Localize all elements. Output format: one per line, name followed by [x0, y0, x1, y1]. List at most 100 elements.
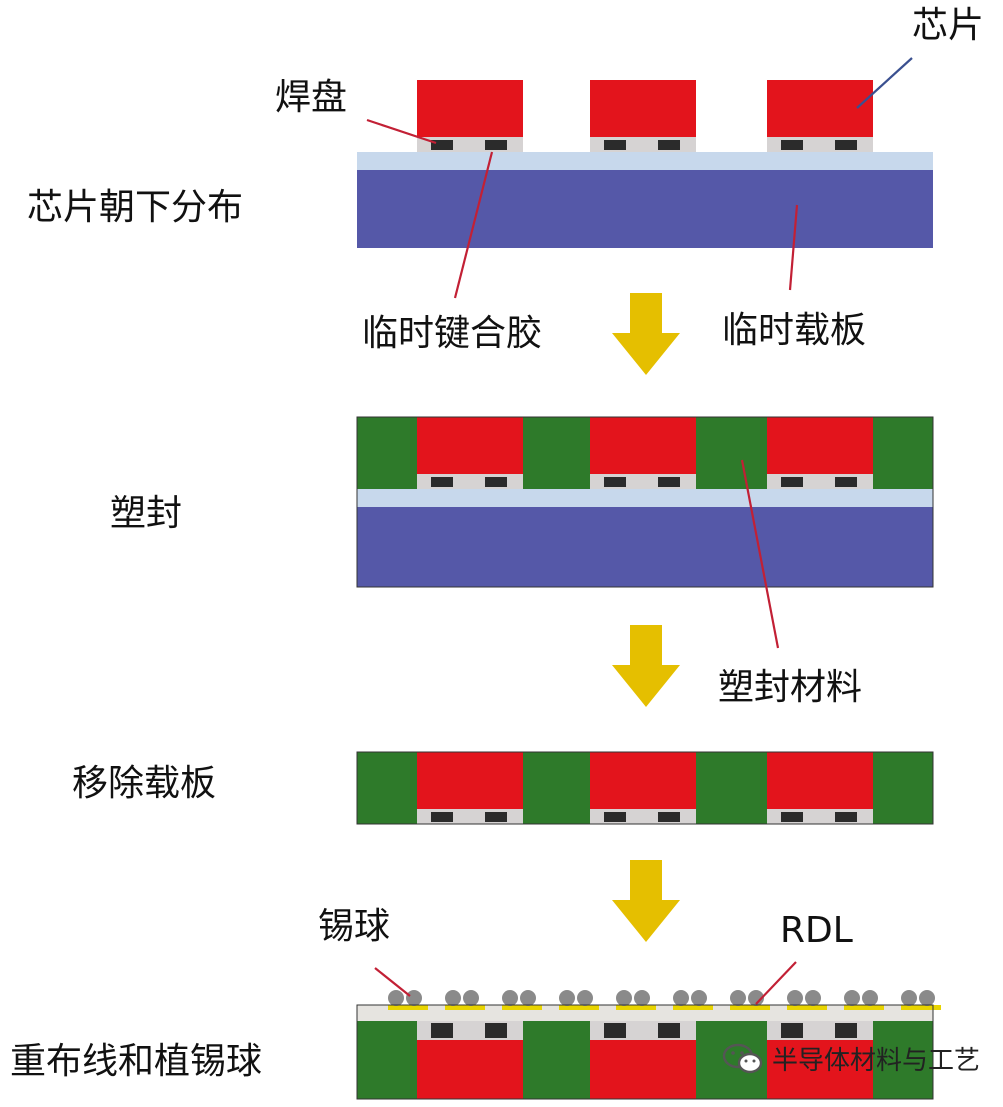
- label-solder-ball: 锡球: [318, 906, 391, 947]
- pad: [485, 477, 507, 487]
- solder-ball: [406, 990, 422, 1006]
- rdl-trace: [901, 1005, 941, 1010]
- rdl-trace: [616, 1005, 656, 1010]
- pad: [431, 140, 453, 150]
- solder-ball: [463, 990, 479, 1006]
- pad: [781, 140, 803, 150]
- pad: [835, 1023, 857, 1038]
- chip: [767, 752, 873, 809]
- pad: [658, 477, 680, 487]
- stage3-outline: [356, 751, 934, 825]
- process-arrow: [612, 293, 680, 375]
- chip-pointer: [856, 57, 913, 109]
- mold-compound: [873, 1021, 933, 1099]
- mold-compound: [523, 1021, 590, 1099]
- solder-ball: [748, 990, 764, 1006]
- solder-ball: [520, 990, 536, 1006]
- solder-ball-pointer: [374, 967, 411, 997]
- temporary-carrier: [357, 170, 933, 248]
- pad-pointer: [366, 118, 437, 145]
- label-temporary-carrier: 临时载板: [722, 310, 867, 351]
- carrier-pointer: [788, 204, 799, 291]
- pad: [431, 477, 453, 487]
- glue-pointer: [453, 151, 494, 299]
- label-step-rdl-and-balling: 重布线和植锡球: [10, 1041, 263, 1082]
- pad: [781, 1023, 803, 1038]
- rdl-trace: [559, 1005, 599, 1010]
- label-step-molding: 塑封: [110, 493, 183, 534]
- mold-compound: [357, 752, 417, 824]
- chip: [590, 752, 696, 809]
- chip: [767, 1040, 873, 1099]
- mold-compound: [523, 417, 590, 489]
- solder-ball: [559, 990, 575, 1006]
- pad: [604, 140, 626, 150]
- pad: [658, 140, 680, 150]
- label-temporary-bonding-glue: 临时键合胶: [362, 313, 543, 354]
- solder-ball: [844, 990, 860, 1006]
- wechat-icon: [722, 1043, 763, 1073]
- pad: [604, 1023, 626, 1038]
- pad: [835, 140, 857, 150]
- chip: [767, 417, 873, 474]
- chip: [417, 80, 523, 137]
- mold-compound: [873, 417, 933, 489]
- pad: [781, 477, 803, 487]
- rdl-trace: [502, 1005, 542, 1010]
- solder-ball: [502, 990, 518, 1006]
- process-arrow: [612, 860, 680, 942]
- pad: [431, 1023, 453, 1038]
- solder-ball: [388, 990, 404, 1006]
- temporary-carrier: [357, 507, 933, 587]
- solder-ball: [616, 990, 632, 1006]
- pad: [604, 477, 626, 487]
- pad: [781, 812, 803, 822]
- label-step-remove-carrier: 移除载板: [72, 763, 217, 804]
- rdl-trace: [730, 1005, 770, 1010]
- pad: [835, 477, 857, 487]
- pad: [835, 812, 857, 822]
- pad: [485, 1023, 507, 1038]
- chip: [590, 417, 696, 474]
- label-rdl: RDL: [780, 910, 853, 951]
- stage4-outline: [356, 1004, 934, 1100]
- pad: [485, 140, 507, 150]
- rdl-trace: [673, 1005, 713, 1010]
- solder-ball: [673, 990, 689, 1006]
- chip: [767, 80, 873, 137]
- chip: [417, 417, 523, 474]
- pad: [431, 812, 453, 822]
- solder-ball: [691, 990, 707, 1006]
- rdl-pointer: [755, 961, 797, 1005]
- label-step-chip-face-down: 芯片朝下分布: [27, 187, 244, 228]
- mold-compound: [357, 1021, 417, 1099]
- chip: [590, 1040, 696, 1099]
- rdl-trace: [445, 1005, 485, 1010]
- rdl-trace: [388, 1005, 428, 1010]
- solder-ball: [634, 990, 650, 1006]
- watermark-text: 半导体材料与工艺: [772, 1046, 981, 1076]
- solder-ball: [901, 990, 917, 1006]
- chip: [417, 1040, 523, 1099]
- pad: [658, 1023, 680, 1038]
- mold-compound: [696, 417, 767, 489]
- label-chip: 芯片: [912, 5, 985, 46]
- pad: [658, 812, 680, 822]
- solder-ball: [445, 990, 461, 1006]
- pad: [604, 812, 626, 822]
- mold-compound: [696, 752, 767, 824]
- solder-ball: [805, 990, 821, 1006]
- pad: [485, 812, 507, 822]
- rdl-trace: [787, 1005, 827, 1010]
- stage2-outline: [356, 416, 934, 588]
- temporary-bonding-glue: [357, 489, 933, 507]
- temporary-bonding-glue: [357, 152, 933, 170]
- watermark: 半导体材料与工艺: [722, 1040, 980, 1077]
- chip: [417, 752, 523, 809]
- label-molding-material: 塑封材料: [718, 667, 863, 708]
- solder-ball: [577, 990, 593, 1006]
- label-pad: 焊盘: [275, 77, 348, 118]
- mold-compound: [873, 752, 933, 824]
- solder-ball: [730, 990, 746, 1006]
